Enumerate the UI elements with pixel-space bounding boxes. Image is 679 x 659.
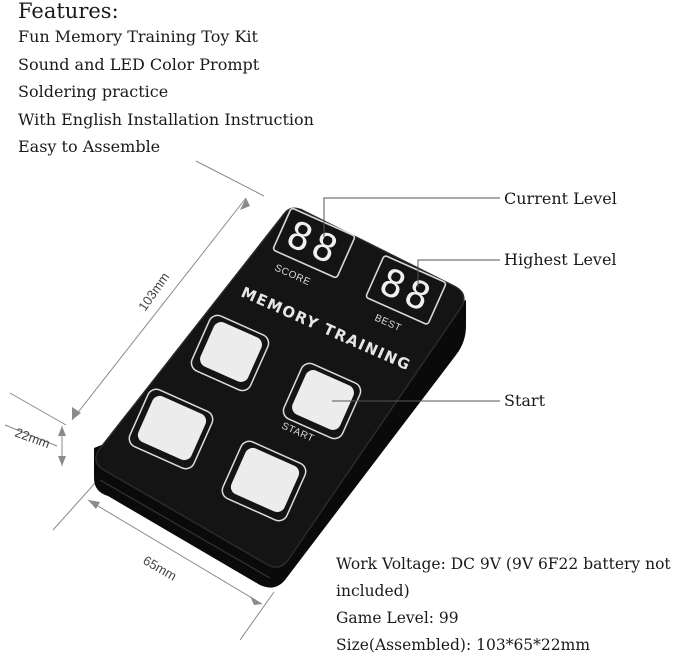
dimension-label-depth: 22mm bbox=[13, 425, 52, 451]
dimension-label-width: 65mm bbox=[141, 553, 180, 584]
device-top-face bbox=[96, 208, 464, 568]
game-button-top-left[interactable] bbox=[189, 313, 272, 394]
callout-start: Start bbox=[504, 391, 546, 410]
dimension-extension-line bbox=[52, 481, 97, 531]
game-button-bottom-left[interactable] bbox=[126, 386, 215, 471]
game-button-bottom-right[interactable] bbox=[219, 438, 308, 523]
spec-game-level: Game Level: 99 bbox=[336, 609, 459, 627]
callout-line-highest-level bbox=[417, 259, 500, 287]
arrow-head bbox=[72, 407, 81, 420]
spec-size: Size(Assembled): 103*65*22mm bbox=[336, 636, 591, 654]
dimension-extension-line bbox=[4, 424, 58, 447]
device-edge bbox=[99, 479, 271, 579]
feature-item: Fun Memory Training Toy Kit bbox=[18, 27, 258, 46]
feature-item: With English Installation Instruction bbox=[18, 109, 314, 129]
feature-item: Soldering practice bbox=[18, 82, 169, 101]
dimension-extension-line bbox=[9, 392, 67, 426]
dimension-line-height bbox=[71, 197, 247, 421]
feature-item: Sound and LED Color Prompt bbox=[18, 54, 260, 74]
dimension-line-width bbox=[87, 499, 263, 605]
feature-list: Fun Memory Training Toy Kit Sound and LE… bbox=[18, 23, 314, 161]
feature-item: Easy to Assemble bbox=[18, 137, 161, 156]
callout-line-current-level bbox=[323, 197, 500, 237]
callout-highest-level: Highest Level bbox=[504, 250, 617, 269]
features-title: Features: bbox=[18, 0, 119, 23]
spec-work-voltage: Work Voltage: DC 9V (9V 6F22 battery not… bbox=[336, 555, 671, 600]
arrow-head bbox=[88, 500, 100, 509]
arrow-head bbox=[250, 596, 262, 605]
callout-current-level: Current Level bbox=[504, 189, 617, 208]
device-top-edge bbox=[95, 207, 465, 568]
dimension-extension-line bbox=[195, 160, 265, 197]
arrow-head bbox=[240, 198, 250, 210]
dimension-extension-line bbox=[239, 591, 275, 641]
arrow-head bbox=[58, 426, 66, 436]
start-button[interactable] bbox=[281, 361, 364, 442]
arrow-head bbox=[58, 456, 66, 466]
dimension-label-height: 103mm bbox=[135, 270, 172, 314]
specs-block: Work Voltage: DC 9V (9V 6F22 battery not… bbox=[336, 551, 679, 659]
